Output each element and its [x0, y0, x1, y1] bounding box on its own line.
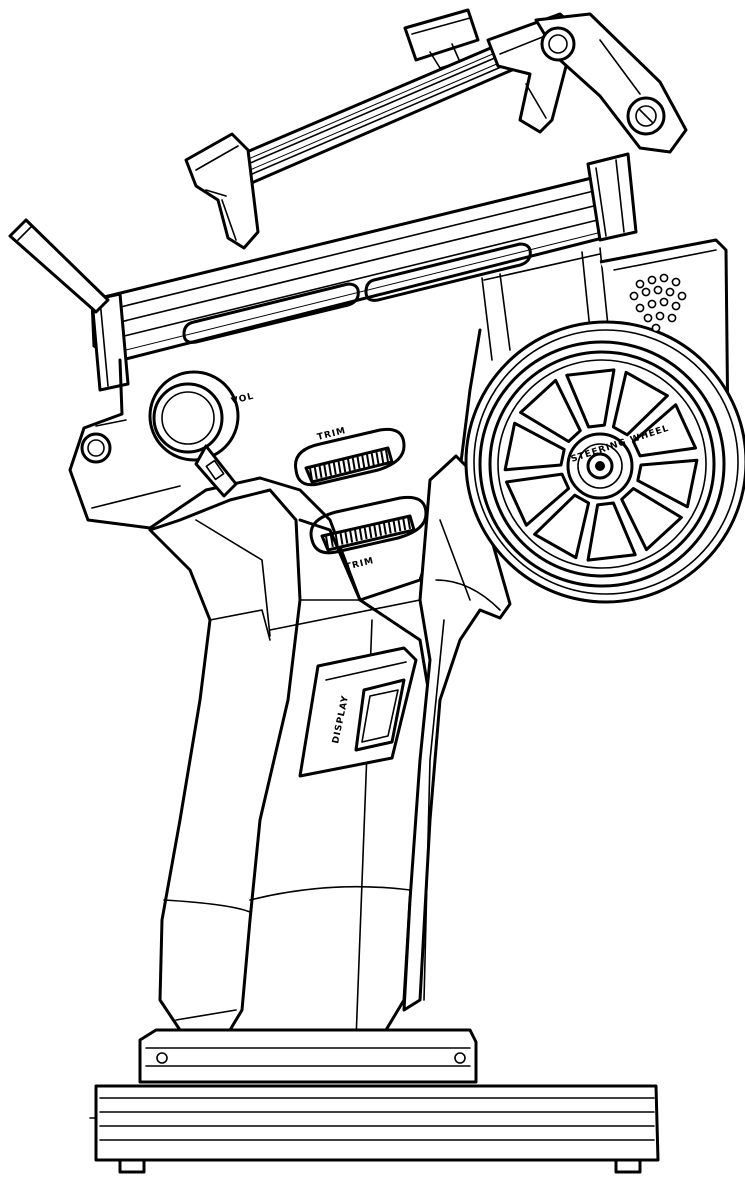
upper-clamp-left-jaw [184, 132, 260, 250]
trim-rib [344, 531, 349, 544]
trim-rib [380, 450, 385, 464]
display-screen: DISPLAY [298, 646, 418, 778]
wheel-spoke [519, 378, 582, 443]
speaker-hole [641, 287, 651, 297]
speaker-hole [635, 303, 645, 313]
trim-rib [318, 465, 323, 478]
speaker-hole [629, 291, 639, 301]
trim-rib [387, 521, 392, 534]
dial-label: VOL [230, 392, 255, 407]
wheel-spoke [503, 421, 566, 472]
base [89, 1028, 660, 1174]
speaker-hole [671, 301, 681, 311]
speaker-grille [629, 273, 687, 333]
trim-rib [356, 456, 361, 469]
speaker-hole [655, 311, 665, 321]
upper-clamp-bar [226, 42, 514, 190]
wheel-spoke [636, 458, 699, 509]
dial-knob: VOL [148, 370, 255, 498]
trim-rib [347, 458, 351, 472]
grip-handle [148, 488, 432, 1042]
trim-rib [309, 467, 313, 481]
wheel-spoke [620, 487, 683, 552]
trim-rib [363, 526, 368, 540]
speaker-hole [643, 313, 653, 323]
trim-rib [342, 459, 347, 473]
speaker-hole [635, 279, 645, 289]
trim-rib [402, 517, 407, 531]
hinge-arm [534, 12, 688, 154]
wheel-spoke [611, 370, 669, 437]
trim-rib [329, 534, 334, 548]
main-rail [90, 152, 638, 392]
speaker-hole [647, 275, 657, 285]
speaker-hole [671, 277, 681, 287]
trim-rib [392, 520, 397, 533]
wheel-spoke [565, 368, 616, 429]
speaker-hole [659, 273, 669, 283]
trim-rib [407, 516, 411, 530]
wheel-spoke [505, 472, 571, 527]
trim-rib [370, 453, 375, 466]
trim-rib [366, 454, 370, 467]
speaker-hole [651, 323, 661, 333]
trim-rib [313, 466, 318, 480]
trim-rib [361, 455, 366, 468]
speaker-hole [647, 299, 657, 309]
speaker-hole [665, 287, 675, 297]
trim-rib [378, 523, 383, 536]
trim-rib [353, 529, 358, 542]
trim-rib [339, 532, 344, 545]
lower-trim: TRIM [309, 495, 428, 573]
speaker-hole [667, 313, 677, 323]
trim-rib [349, 530, 354, 543]
antenna [8, 218, 110, 314]
lower-trim-label: TRIM [344, 556, 375, 573]
screw-icon [454, 1052, 466, 1064]
trim-rib [337, 461, 342, 474]
trim-rib [382, 522, 387, 535]
wheel-spoke [586, 501, 637, 562]
wheel-spoke [631, 403, 697, 458]
clamp-knob [403, 8, 480, 69]
trim-rib [368, 525, 373, 539]
trim-rib [325, 535, 329, 549]
phone-holder [8, 8, 688, 392]
screw-icon [156, 1052, 168, 1064]
trim-rib [397, 519, 402, 532]
upper-trim: TRIM [294, 426, 406, 487]
steering-wheel: STEERING WHEEL [464, 320, 745, 604]
speaker-hole [677, 291, 687, 301]
trim-rib [373, 524, 378, 537]
trim-rib [328, 463, 332, 476]
speaker-hole [653, 285, 663, 295]
wheel-spoke [533, 493, 591, 560]
screw-icon [80, 432, 112, 464]
trim-rib [351, 457, 356, 471]
trim-rib [323, 464, 328, 477]
speaker-hole [659, 297, 669, 307]
trim-rib [332, 462, 337, 475]
trim-rib [358, 528, 363, 541]
trim-rib [385, 449, 389, 463]
trim-rib [375, 452, 380, 465]
rail-supports [481, 247, 609, 361]
